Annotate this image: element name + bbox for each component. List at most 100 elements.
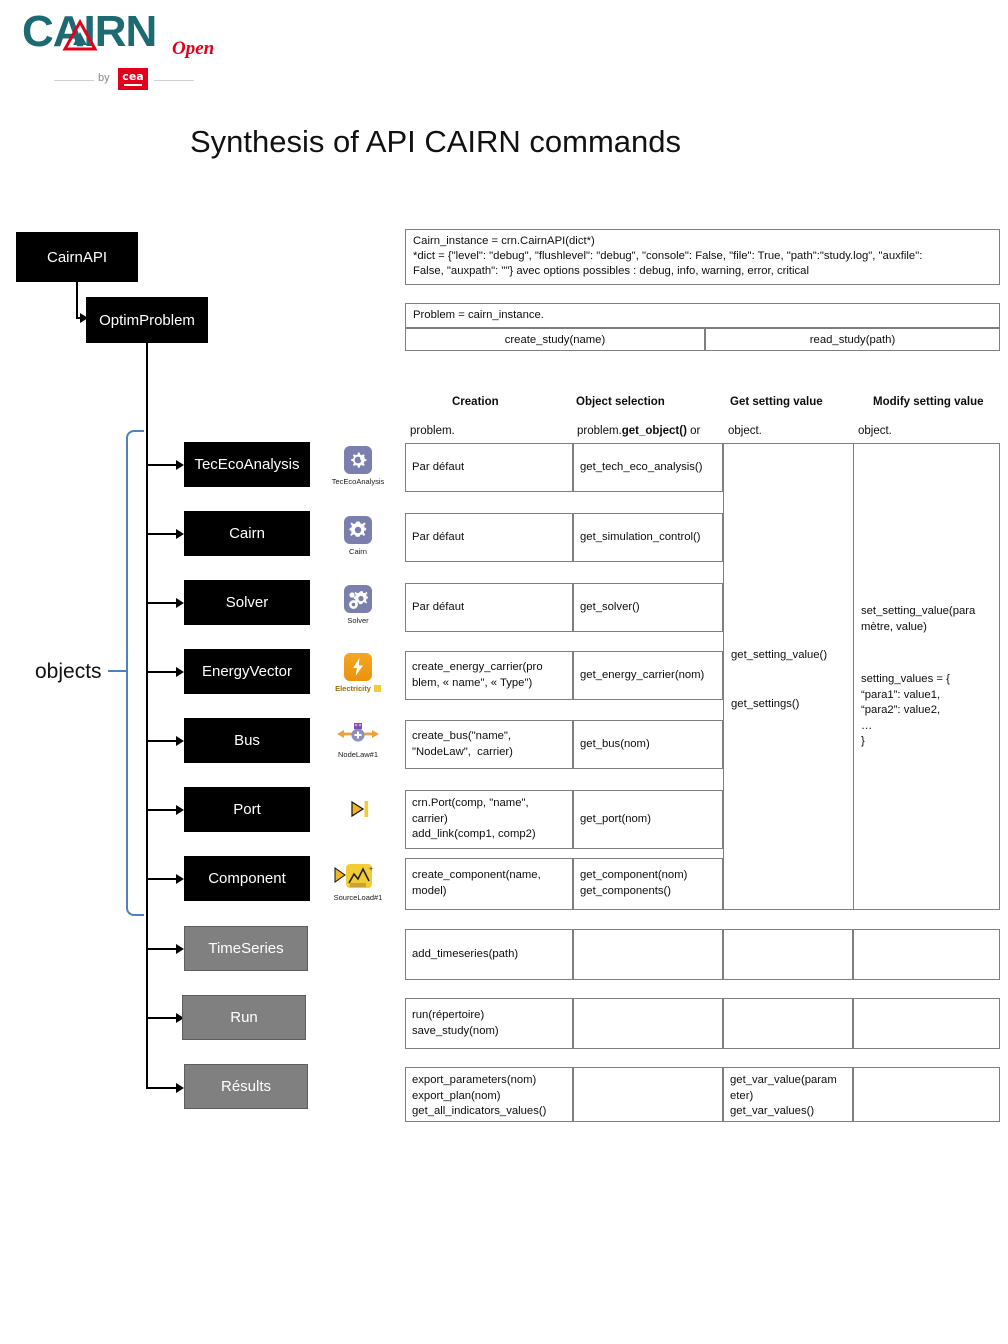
node-run[interactable]: Run bbox=[182, 995, 306, 1040]
problem-box-divider bbox=[406, 327, 999, 329]
logo-open-suffix: Open bbox=[172, 38, 215, 59]
node-label: Cairn bbox=[229, 525, 265, 542]
row-divider bbox=[852, 999, 854, 1048]
icon-caption: Electricity bbox=[335, 684, 371, 693]
connector-node-4 bbox=[147, 740, 179, 742]
icon-cairn: Cairn bbox=[322, 516, 394, 556]
node-label: Bus bbox=[234, 732, 260, 749]
connector-node-8-arrowhead bbox=[176, 1013, 184, 1023]
source-load-icon: + bbox=[333, 862, 383, 890]
sub-prefix: problem. bbox=[577, 425, 622, 437]
cell-creation[interactable]: crn.Port(comp, "name", carrier) add_link… bbox=[412, 797, 536, 841]
icon-solver: Solver bbox=[322, 585, 394, 625]
connector-node-6 bbox=[147, 878, 179, 880]
cell-modify[interactable] bbox=[854, 1068, 999, 1121]
node-timeseries[interactable]: TimeSeries bbox=[184, 926, 308, 971]
row-divider bbox=[572, 930, 574, 979]
node-port[interactable]: Port bbox=[184, 787, 310, 832]
connector-node-2-arrowhead bbox=[176, 598, 184, 608]
cea-label: cea bbox=[122, 70, 144, 83]
connector-node-9-arrowhead bbox=[176, 1083, 184, 1093]
problem-box-vertical-divider bbox=[704, 327, 706, 350]
row-divider bbox=[572, 444, 574, 491]
row-divider bbox=[572, 859, 574, 909]
logo-triangle-icon bbox=[62, 19, 98, 51]
cell-selection[interactable]: get_energy_carrier(nom) bbox=[580, 668, 705, 681]
row-divider bbox=[852, 1068, 854, 1121]
row-divider bbox=[572, 1068, 574, 1121]
setting-values-text: setting_values = { “para1”: value1, “par… bbox=[861, 673, 950, 748]
get-setting-value-text: get_setting_value() bbox=[731, 649, 828, 661]
column-sub-get-setting: object. bbox=[728, 425, 762, 437]
table-row: create_bus("name", "NodeLaw", carrier) g… bbox=[405, 720, 723, 769]
cell-selection[interactable]: get_bus(nom) bbox=[580, 737, 650, 750]
cell-creation[interactable]: run(répertoire) save_study(nom) bbox=[412, 1008, 499, 1037]
column-header-object-selection: Object selection bbox=[576, 396, 665, 408]
node-bus[interactable]: Bus bbox=[184, 718, 310, 763]
table-row: Par défaut get_tech_eco_analysis() bbox=[405, 443, 723, 492]
modify-setting-span-cell[interactable]: set_setting_value(para mètre, value) set… bbox=[853, 443, 1000, 910]
cell-creation[interactable]: create_bus("name", "NodeLaw", carrier) bbox=[412, 729, 513, 758]
node-cairnapi[interactable]: CairnAPI bbox=[16, 232, 138, 282]
cell-selection[interactable]: get_tech_eco_analysis() bbox=[580, 460, 703, 473]
cell-creation[interactable]: Par défaut bbox=[412, 600, 465, 613]
cell-get[interactable] bbox=[724, 930, 852, 979]
node-cairn[interactable]: Cairn bbox=[184, 511, 310, 556]
row-divider bbox=[572, 791, 574, 848]
cell-modify[interactable] bbox=[854, 999, 999, 1048]
create-study-cell[interactable]: create_study(name) bbox=[504, 333, 606, 346]
cell-creation[interactable]: Par défaut bbox=[412, 460, 465, 473]
cell-get[interactable] bbox=[724, 999, 852, 1048]
node-label: Solver bbox=[225, 594, 269, 611]
row-divider bbox=[722, 999, 724, 1048]
node-solver[interactable]: Solver bbox=[184, 580, 310, 625]
cell-selection[interactable] bbox=[574, 930, 722, 979]
logo-rule-left bbox=[54, 80, 94, 81]
icon-sourceload: + SourceLoad#1 bbox=[322, 862, 394, 902]
cell-creation[interactable]: Par défaut bbox=[412, 530, 465, 543]
lightning-bolt-icon bbox=[344, 653, 372, 681]
cell-creation[interactable]: export_parameters(nom) export_plan(nom) … bbox=[412, 1074, 547, 1118]
column-sub-modify-setting: object. bbox=[858, 425, 892, 437]
node-component[interactable]: Component bbox=[184, 856, 310, 901]
node-label: Port bbox=[233, 801, 261, 818]
cell-selection[interactable]: get_component(nom) get_components() bbox=[580, 869, 688, 897]
row-divider bbox=[722, 1068, 724, 1121]
connector-node-3 bbox=[147, 671, 179, 673]
cell-selection[interactable]: get_solver() bbox=[580, 600, 640, 613]
logo-wordmark: CAIRN bbox=[22, 7, 157, 56]
row-divider bbox=[722, 930, 724, 979]
table-row: export_parameters(nom) export_plan(nom) … bbox=[405, 1067, 1000, 1122]
logo-by-label: by bbox=[98, 72, 110, 84]
cell-creation[interactable]: create_component(name, model) bbox=[412, 869, 541, 897]
node-results[interactable]: Résults bbox=[184, 1064, 308, 1109]
get-setting-span-cell[interactable]: get_setting_value() get_settings() bbox=[723, 443, 853, 910]
cell-creation[interactable]: add_timeseries(path) bbox=[412, 947, 519, 960]
instance-line-1: Cairn_instance = crn.CairnAPI(dict*) bbox=[413, 235, 595, 247]
connector-node-0-arrowhead bbox=[176, 460, 184, 470]
cell-selection[interactable] bbox=[574, 999, 722, 1048]
read-study-cell[interactable]: read_study(path) bbox=[809, 333, 896, 346]
cell-selection[interactable]: get_simulation_control() bbox=[580, 530, 701, 543]
node-tececo[interactable]: TecEcoAnalysis bbox=[184, 442, 310, 487]
cell-get[interactable]: get_var_value(param eter) get_var_values… bbox=[730, 1074, 837, 1118]
table-row: crn.Port(comp, "name", carrier) add_link… bbox=[405, 790, 723, 849]
row-divider bbox=[852, 930, 854, 979]
node-label: EnergyVector bbox=[201, 663, 293, 680]
gears-icon bbox=[344, 585, 372, 613]
get-settings-text: get_settings() bbox=[731, 698, 800, 710]
column-sub-object-selection: problem.get_object() or bbox=[577, 425, 700, 437]
cell-creation[interactable]: create_energy_carrier(pro blem, « name",… bbox=[412, 660, 543, 689]
connector-node-5 bbox=[147, 809, 179, 811]
cell-selection[interactable] bbox=[574, 1068, 722, 1121]
node-energyvector[interactable]: EnergyVector bbox=[184, 649, 310, 694]
icon-caption: Solver bbox=[347, 616, 369, 625]
table-row: Par défaut get_solver() bbox=[405, 583, 723, 632]
instance-box: Cairn_instance = crn.CairnAPI(dict*) *di… bbox=[405, 229, 1000, 285]
node-optimproblem[interactable]: OptimProblem bbox=[86, 297, 208, 343]
cell-selection[interactable]: get_port(nom) bbox=[580, 812, 651, 825]
instance-line-3: False, "auxpath": ""} avec options possi… bbox=[413, 264, 809, 277]
problem-box: Problem = cairn_instance. create_study(n… bbox=[405, 303, 1000, 351]
cell-modify[interactable] bbox=[854, 930, 999, 979]
gear-leaf-icon bbox=[344, 446, 372, 474]
